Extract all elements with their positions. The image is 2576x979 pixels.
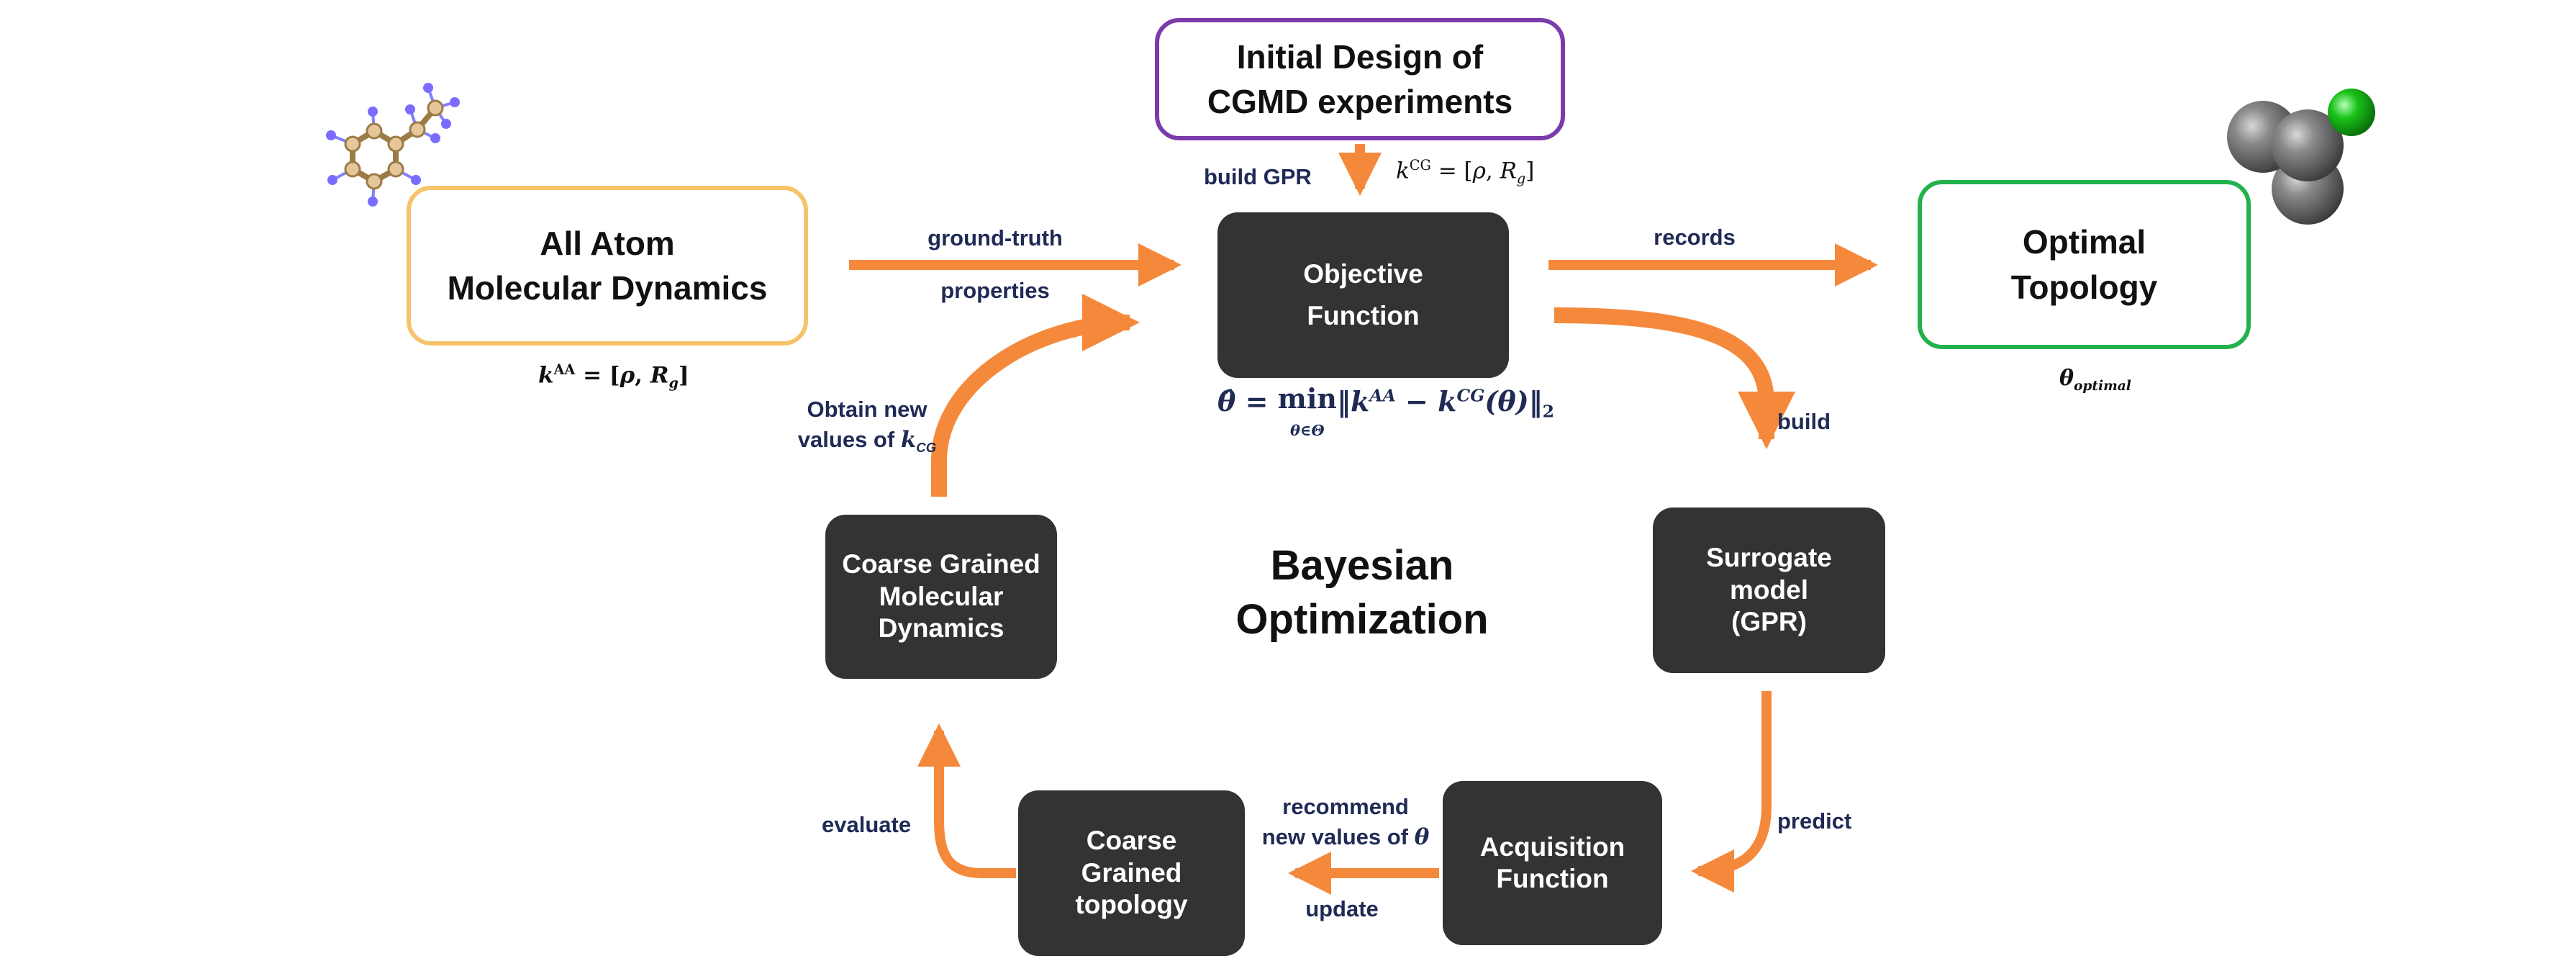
- acquisition-function-box: Acquisition Function: [1443, 781, 1662, 945]
- acquisition-line2: Function: [1496, 864, 1609, 893]
- surrogate-model-box: Surrogate model (GPR): [1653, 507, 1885, 673]
- arrow-objective-to-surrogate: [1554, 307, 1795, 449]
- optimal-line2: Topology: [2010, 268, 2158, 306]
- cgmd-line2: Molecular: [879, 581, 1004, 611]
- label-ground-truth: ground-truth: [928, 225, 1063, 251]
- label-evaluate: evaluate: [822, 812, 912, 837]
- cg-topology-box: Coarse Grained topology: [1018, 790, 1245, 956]
- k-aa-expression: kAA = [ρ, Rg]: [538, 361, 689, 392]
- theta-optimal-expression: θoptimal: [2059, 366, 2131, 394]
- arrow-surrogate-to-acquisition: [1691, 691, 1772, 893]
- label-recommend: recommend new values of θ: [1262, 792, 1430, 853]
- all-atom-box: All Atom Molecular Dynamics: [407, 186, 808, 346]
- cg-topology-line3: topology: [1075, 890, 1188, 920]
- center-title-line2: Optimization: [1235, 596, 1489, 644]
- label-obtain: Obtain new values of kCG: [798, 394, 936, 456]
- label-obtain-line2: values of kCG: [797, 426, 937, 456]
- all-atom-molecule-icon: [326, 83, 460, 207]
- optimal-topology-box: Optimal Topology: [1918, 180, 2251, 349]
- initial-design-line2: CGMD experiments: [1207, 83, 1513, 120]
- label-recommend-line1: recommend: [1282, 794, 1409, 819]
- cgmd-line3: Dynamics: [878, 613, 1004, 644]
- cg-topology-line2: Grained: [1081, 857, 1182, 888]
- optimal-line1: Optimal: [2022, 223, 2146, 261]
- initial-design-line1: Initial Design of: [1236, 37, 1484, 76]
- objective-line1: Objective: [1303, 258, 1423, 289]
- cgmd-line1: Coarse Grained: [842, 549, 1040, 579]
- theta-symbol: θ: [1414, 824, 1430, 850]
- objective-line2: Function: [1307, 301, 1420, 330]
- center-title: Bayesian Optimization: [1235, 538, 1488, 647]
- label-properties: properties: [940, 278, 1050, 303]
- cgmd-box: Coarse Grained Molecular Dynamics: [825, 515, 1057, 679]
- cg-topology-line1: Coarse: [1086, 826, 1177, 856]
- label-build-gpr: build GPR: [1204, 164, 1312, 189]
- center-title-line1: Bayesian: [1270, 542, 1454, 589]
- arrow-cgtopology-to-cgmd: [917, 723, 1016, 878]
- surrogate-line1: Surrogate: [1706, 543, 1832, 573]
- coarse-grained-molecule-icon: [2227, 89, 2375, 225]
- label-recommend-line2: new values of θ: [1261, 824, 1430, 850]
- label-build: build: [1777, 409, 1831, 434]
- all-atom-line1: All Atom: [540, 224, 675, 262]
- initial-design-box: Initial Design of CGMD experiments: [1155, 18, 1565, 140]
- label-update: update: [1305, 896, 1379, 921]
- objective-function-box: Objective Function: [1217, 212, 1509, 378]
- acquisition-line1: Acquisition: [1479, 831, 1625, 862]
- surrogate-line3: (GPR): [1731, 607, 1807, 637]
- arrow-cgmd-to-objective: [931, 294, 1140, 497]
- label-records: records: [1654, 225, 1736, 250]
- all-atom-line2: Molecular Dynamics: [447, 269, 768, 307]
- surrogate-line2: model: [1730, 574, 1808, 605]
- label-predict: predict: [1777, 808, 1852, 834]
- k-cg-expression: kCG = [ρ, Rg]: [1396, 157, 1535, 187]
- label-obtain-line1: Obtain new: [807, 397, 928, 422]
